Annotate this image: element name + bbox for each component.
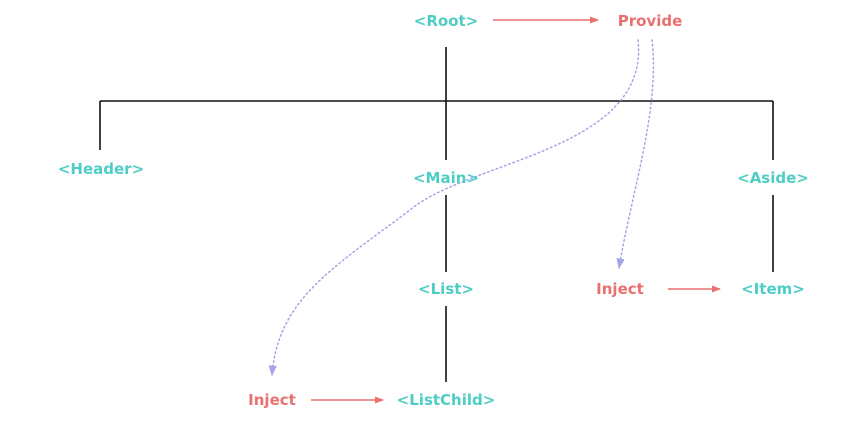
listchild-node: <ListChild> bbox=[397, 391, 496, 409]
provide-to-inject-left-path bbox=[268, 39, 640, 377]
item-node: <Item> bbox=[741, 280, 805, 298]
node-labels: <Root> Provide <Header> <Main> <Aside> <… bbox=[58, 12, 809, 409]
aside-node: <Aside> bbox=[737, 169, 809, 187]
tree-connectors bbox=[99, 47, 774, 382]
provide-node: Provide bbox=[618, 12, 683, 30]
provide-to-inject-right-path bbox=[616, 39, 655, 270]
inject-left-node: Inject bbox=[248, 391, 296, 409]
main-node: <Main> bbox=[413, 169, 479, 187]
inject-right-node: Inject bbox=[596, 280, 644, 298]
root-node: <Root> bbox=[414, 12, 478, 30]
list-node: <List> bbox=[418, 280, 474, 298]
header-node: <Header> bbox=[58, 160, 144, 178]
flow-arrows bbox=[311, 16, 721, 404]
inject-paths bbox=[268, 39, 655, 377]
